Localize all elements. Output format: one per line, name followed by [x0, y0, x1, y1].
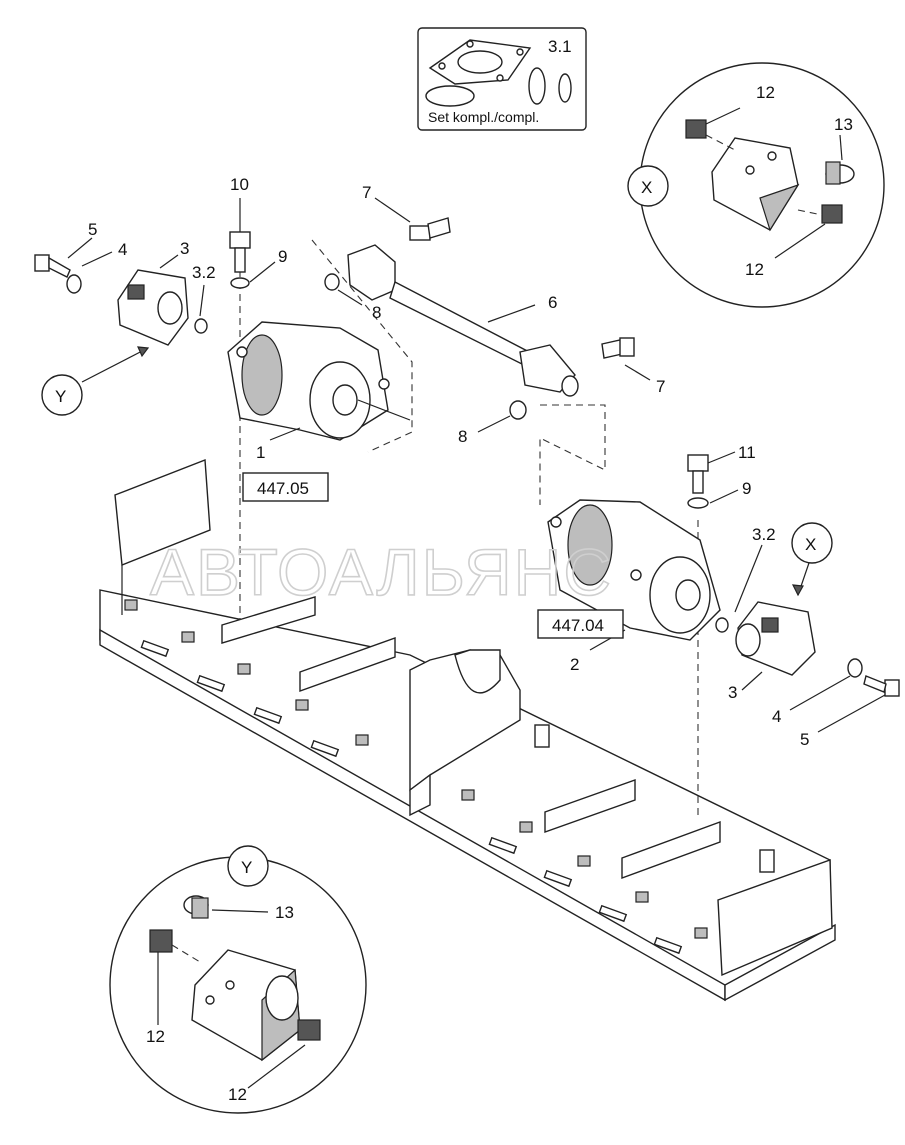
reference-447-05: 447.05 — [257, 479, 309, 498]
set-part-number: 3.1 — [548, 37, 572, 56]
right-pump-assembly: 11 9 3.2 2 3 4 5 447.04 X — [537, 443, 900, 820]
left-pump-assembly: 5 4 3 3.2 10 9 1 447.05 Y — [34, 175, 413, 620]
label-8-top: 8 — [372, 303, 381, 322]
detail-x-tag: X — [641, 178, 652, 197]
label-9-left: 9 — [278, 247, 287, 266]
label-3-2-left: 3.2 — [192, 263, 216, 282]
label-12-x-top: 12 — [756, 83, 775, 102]
detail-y-callout: Y — [55, 387, 66, 406]
label-4-left: 4 — [118, 240, 127, 259]
drive-shaft-assembly: 7 8 6 7 8 — [324, 183, 665, 505]
label-13-x: 13 — [834, 115, 853, 134]
label-4-right: 4 — [772, 707, 781, 726]
label-11: 11 — [738, 443, 756, 462]
label-5-left: 5 — [88, 220, 97, 239]
label-2: 2 — [570, 655, 579, 674]
detail-y-tag: Y — [241, 858, 252, 877]
label-12-y-bottom: 12 — [228, 1085, 247, 1104]
label-6: 6 — [548, 293, 557, 312]
gasket-set-box: 3.1 Set kompl./compl. — [417, 27, 587, 131]
label-7-top: 7 — [362, 183, 371, 202]
set-caption: Set kompl./compl. — [428, 109, 539, 125]
watermark: АВТОАЛЬЯНС — [150, 535, 613, 609]
label-7-right: 7 — [656, 377, 665, 396]
label-10: 10 — [230, 175, 249, 194]
detail-x-callout: X — [805, 535, 816, 554]
label-12-x-bottom: 12 — [745, 260, 764, 279]
label-3-2-right: 3.2 — [752, 525, 776, 544]
label-9-right: 9 — [742, 479, 751, 498]
label-1: 1 — [256, 443, 265, 462]
label-12-y-left: 12 — [146, 1027, 165, 1046]
reference-447-04: 447.04 — [552, 616, 604, 635]
detail-y-circle: 13 12 12 Y — [109, 845, 367, 1114]
label-5-right: 5 — [800, 730, 809, 749]
detail-x-circle: 12 13 12 X — [627, 62, 885, 308]
base-frame — [99, 459, 836, 1002]
label-3-left: 3 — [180, 239, 189, 258]
label-13-y: 13 — [275, 903, 294, 922]
label-3-right: 3 — [728, 683, 737, 702]
label-8-bottom: 8 — [458, 427, 467, 446]
